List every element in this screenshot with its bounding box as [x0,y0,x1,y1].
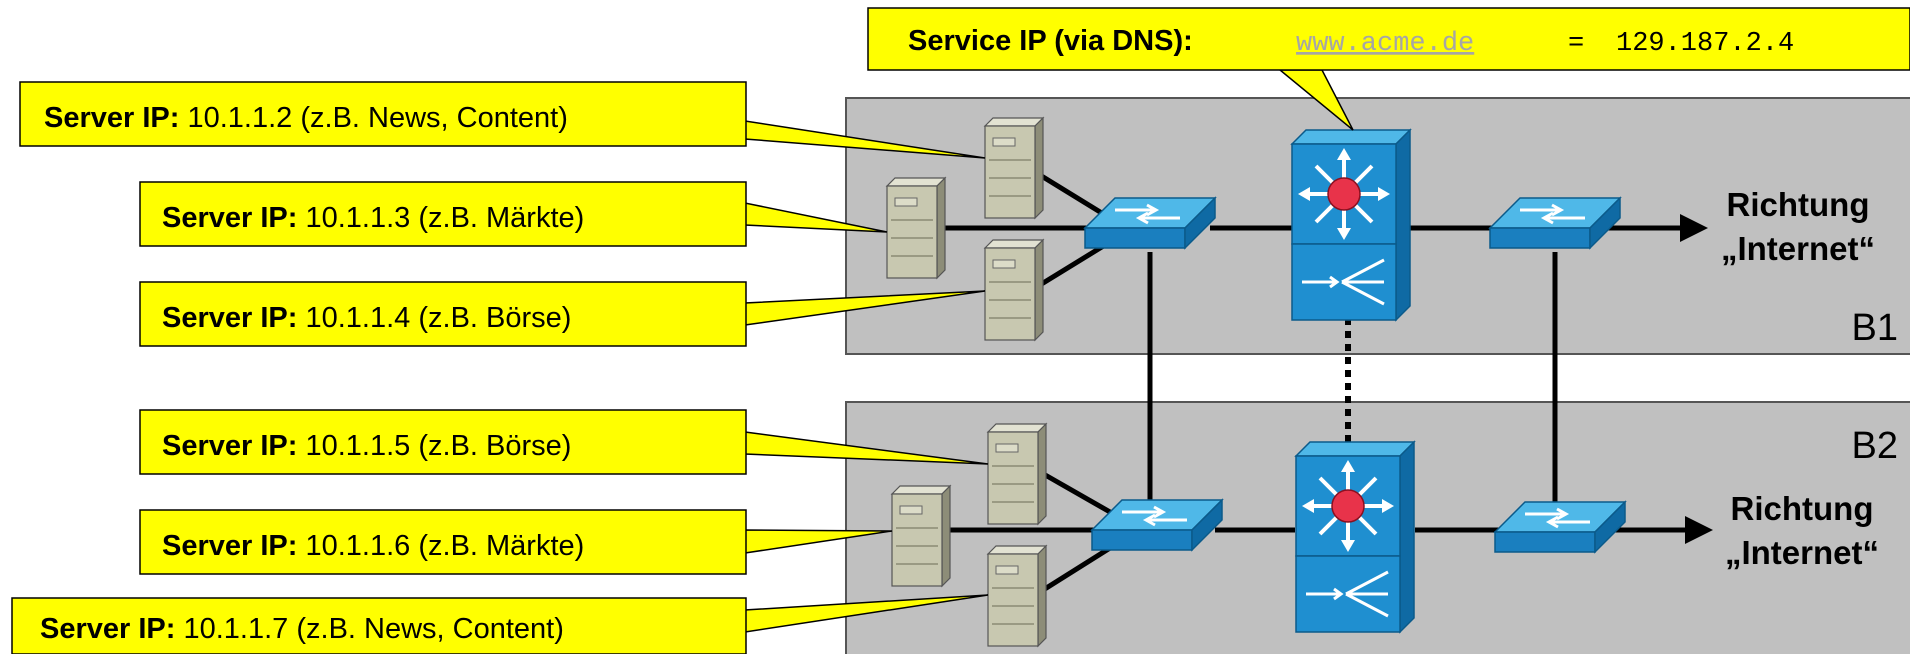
server-callout-4: Server IP: 10.1.1.5 (z.B. Börse) [162,430,571,462]
server-callout-detail: 10.1.1.7 (z.B. News, Content) [183,613,563,645]
server-icon [984,117,1044,219]
server-callout-2: Server IP: 10.1.1.3 (z.B. Märkte) [162,202,584,234]
service-ip-label: Service IP (via DNS): [908,25,1193,57]
segment-b2-label: B2 [1852,425,1898,467]
segment-b1-label: B1 [1852,307,1898,349]
server-callout-detail: 10.1.1.4 (z.B. Börse) [305,302,571,334]
server-callout-prefix: Server IP: [162,530,297,562]
load-balancer-icon [1294,440,1416,634]
direction-label-line1: Richtung [1731,490,1874,527]
server-callout-5: Server IP: 10.1.1.6 (z.B. Märkte) [162,530,584,562]
server-icon [891,485,951,587]
server-icon [987,423,1047,525]
arrow-b1-icon [1680,214,1708,242]
direction-label-line1: Richtung [1727,186,1870,223]
server-callout-prefix: Server IP: [44,102,179,134]
server-callout-detail: 10.1.1.3 (z.B. Märkte) [305,202,584,234]
server-callout-6: Server IP: 10.1.1.7 (z.B. News, Content) [40,613,564,645]
service-host-link[interactable]: www.acme.de [1296,29,1474,59]
server-callout-3: Server IP: 10.1.1.4 (z.B. Börse) [162,302,571,334]
server-callout-detail: 10.1.1.2 (z.B. News, Content) [187,102,567,134]
direction-label-line2: „Internet“ [1721,230,1875,267]
arrow-b2-icon [1685,516,1713,544]
server-callout-detail: 10.1.1.6 (z.B. Märkte) [305,530,584,562]
server-callout-1: Server IP: 10.1.1.2 (z.B. News, Content) [44,102,568,134]
direction-label-line2: „Internet“ [1725,534,1879,571]
server-icon [984,239,1044,341]
server-callout-prefix: Server IP: [162,202,297,234]
server-callout-detail: 10.1.1.5 (z.B. Börse) [305,430,571,462]
load-balancer-icon [1290,128,1412,322]
service-ip-value: 129.187.2.4 [1616,29,1794,59]
server-callout-prefix: Server IP: [162,430,297,462]
server-callout-prefix: Server IP: [40,613,175,645]
server-callout-prefix: Server IP: [162,302,297,334]
server-icon [987,545,1047,647]
server-icon [886,177,946,279]
service-equals: = [1568,29,1584,59]
